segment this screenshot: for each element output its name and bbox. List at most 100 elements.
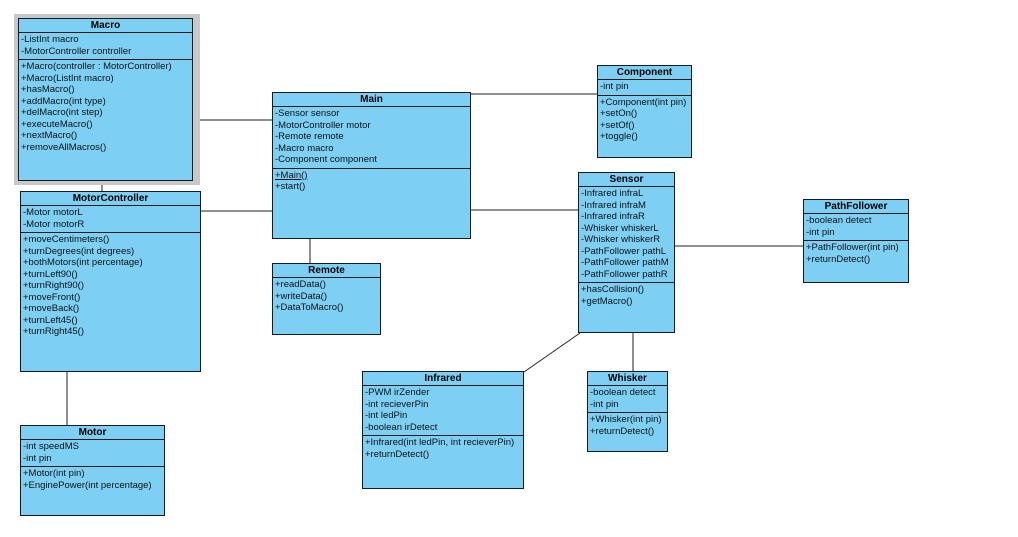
operation: +writeData() — [275, 290, 327, 302]
operation-list: +PathFollower(int pin) +returnDetect() — [804, 241, 908, 267]
attribute: -PathFollower pathL — [581, 245, 667, 257]
class-main[interactable]: Main -Sensor sensor -MotorController mot… — [272, 92, 471, 239]
attribute-list: -int speedMS -int pin — [21, 440, 164, 467]
constructor-operation: +Main() — [275, 169, 308, 181]
attribute: -int recieverPin — [365, 398, 429, 410]
operation: +executeMacro() — [21, 118, 93, 130]
operation: +returnDetect() — [806, 253, 871, 265]
operation: +delMacro(int step) — [21, 107, 103, 118]
class-infrared[interactable]: Infrared -PWM irZender -int recieverPin … — [362, 371, 524, 489]
operation-list: +Infrared(int ledPin, int recieverPin) +… — [363, 436, 523, 462]
operation: +PathFollower(int pin) — [806, 242, 899, 253]
operation: +nextMacro() — [21, 130, 78, 141]
operation-list: +Macro(controller : MotorController) +Ma… — [19, 60, 192, 155]
class-name: Macro — [19, 19, 192, 33]
operation: +start() — [275, 181, 306, 192]
class-name: Infrared — [363, 372, 523, 386]
class-motorcontroller[interactable]: MotorController -Motor motorL -Motor mot… — [20, 191, 201, 372]
attribute-list: -boolean detect -int pin — [804, 214, 908, 241]
operation: +bothMotors(int percentage) — [23, 257, 143, 268]
attribute: -int pin — [590, 398, 619, 410]
attribute: -int ledPin — [365, 410, 408, 421]
class-macro[interactable]: Macro -ListInt macro -MotorController co… — [18, 18, 193, 181]
operation-list: +moveCentimeters() +turnDegrees(int degr… — [21, 233, 200, 340]
attribute-list: -ListInt macro -MotorController controll… — [19, 33, 192, 60]
attribute: -Infrared infraR — [581, 211, 645, 222]
class-name: MotorController — [21, 192, 200, 206]
class-name: PathFollower — [804, 200, 908, 214]
class-whisker[interactable]: Whisker -boolean detect -int pin +Whiske… — [587, 371, 668, 452]
class-name: Motor — [21, 426, 164, 440]
attribute: -PWM irZender — [365, 387, 430, 398]
operation: +moveCentimeters() — [23, 234, 110, 245]
operation: +turnRight90() — [23, 280, 84, 291]
operation: +addMacro(int type) — [21, 95, 106, 107]
operation: +Whisker(int pin) — [590, 414, 662, 425]
class-name: Remote — [273, 264, 380, 278]
attribute: -Motor motorL — [23, 207, 83, 218]
attribute: -ListInt macro — [21, 34, 79, 45]
operation: +Infrared(int ledPin, int recieverPin) — [365, 437, 515, 448]
operation: +moveFront() — [23, 291, 81, 303]
operation-list: +readData() +writeData() +DataToMacro() — [273, 278, 380, 316]
attribute: -boolean irDetect — [365, 421, 438, 433]
class-name: Main — [273, 93, 470, 107]
operation: +turnLeft90() — [23, 268, 78, 280]
attribute-list: -PWM irZender -int recieverPin -int ledP… — [363, 386, 523, 436]
attribute: -Sensor sensor — [275, 108, 340, 119]
operation: +DataToMacro() — [275, 302, 344, 313]
operation-list: +Whisker(int pin) +returnDetect() — [588, 413, 667, 439]
operation: +returnDetect() — [590, 425, 655, 437]
operation: +turnLeft45() — [23, 314, 78, 326]
attribute: -int pin — [806, 226, 835, 238]
operation: +EnginePower(int percentage) — [23, 479, 152, 491]
operation: +turnDegrees(int degrees) — [23, 245, 135, 257]
attribute: -MotorController controller — [21, 45, 132, 57]
operation-list: +hasCollision() +getMacro() — [579, 283, 674, 309]
attribute: -Whisker whiskerL — [581, 222, 659, 234]
operation: +setOf() — [600, 119, 635, 131]
assoc-sensor-infrared[interactable] — [523, 332, 581, 373]
class-remote[interactable]: Remote +readData() +writeData() +DataToM… — [272, 263, 381, 335]
operation: +Motor(int pin) — [23, 468, 85, 479]
operation: +turnRight45() — [23, 326, 84, 337]
attribute: -MotorController motor — [275, 119, 371, 131]
operation: +Component(int pin) — [600, 96, 687, 108]
attribute: -Component component — [275, 154, 377, 165]
attribute-list: -Infrared infraL -Infrared infraM -Infra… — [579, 187, 674, 283]
class-name: Whisker — [588, 372, 667, 386]
operation-list: +Motor(int pin) +EnginePower(int percent… — [21, 467, 164, 493]
attribute-list: -Sensor sensor -MotorController motor -R… — [273, 107, 470, 169]
attribute: -int pin — [600, 81, 629, 92]
class-name: Sensor — [579, 173, 674, 187]
attribute-list: -Motor motorL -Motor motorR — [21, 206, 200, 233]
attribute-list: -int pin — [598, 80, 691, 96]
operation: +removeAllMacros() — [21, 141, 107, 153]
class-motor[interactable]: Motor -int speedMS -int pin +Motor(int p… — [20, 425, 165, 516]
attribute: -boolean detect — [806, 215, 872, 226]
operation: +readData() — [275, 279, 326, 290]
attribute: -int pin — [23, 452, 52, 464]
attribute: -boolean detect — [590, 387, 656, 398]
operation: +returnDetect() — [365, 448, 430, 460]
operation-list: +Component(int pin) +setOn() +setOf() +t… — [598, 96, 691, 145]
operation: +setOn() — [600, 108, 638, 119]
operation: +getMacro() — [581, 295, 633, 307]
attribute: -Motor motorR — [23, 218, 85, 230]
operation: +moveBack() — [23, 303, 80, 314]
operation: +hasCollision() — [581, 284, 645, 295]
attribute: -Infrared infraM — [581, 199, 646, 211]
class-name: Component — [598, 66, 691, 80]
class-sensor[interactable]: Sensor -Infrared infraL -Infrared infraM… — [578, 172, 675, 333]
operation: +Macro(controller : MotorController) — [21, 61, 172, 72]
attribute: -Infrared infraL — [581, 188, 644, 199]
attribute-list: -boolean detect -int pin — [588, 386, 667, 413]
operation: +hasMacro() — [21, 84, 75, 95]
attribute: -int speedMS — [23, 441, 79, 452]
class-component[interactable]: Component -int pin +Component(int pin) +… — [597, 65, 692, 158]
class-pathfollower[interactable]: PathFollower -boolean detect -int pin +P… — [803, 199, 909, 283]
attribute: -Remote remote — [275, 131, 344, 142]
attribute: -PathFollower pathM — [581, 257, 669, 268]
attribute: -Whisker whiskerR — [581, 234, 661, 245]
